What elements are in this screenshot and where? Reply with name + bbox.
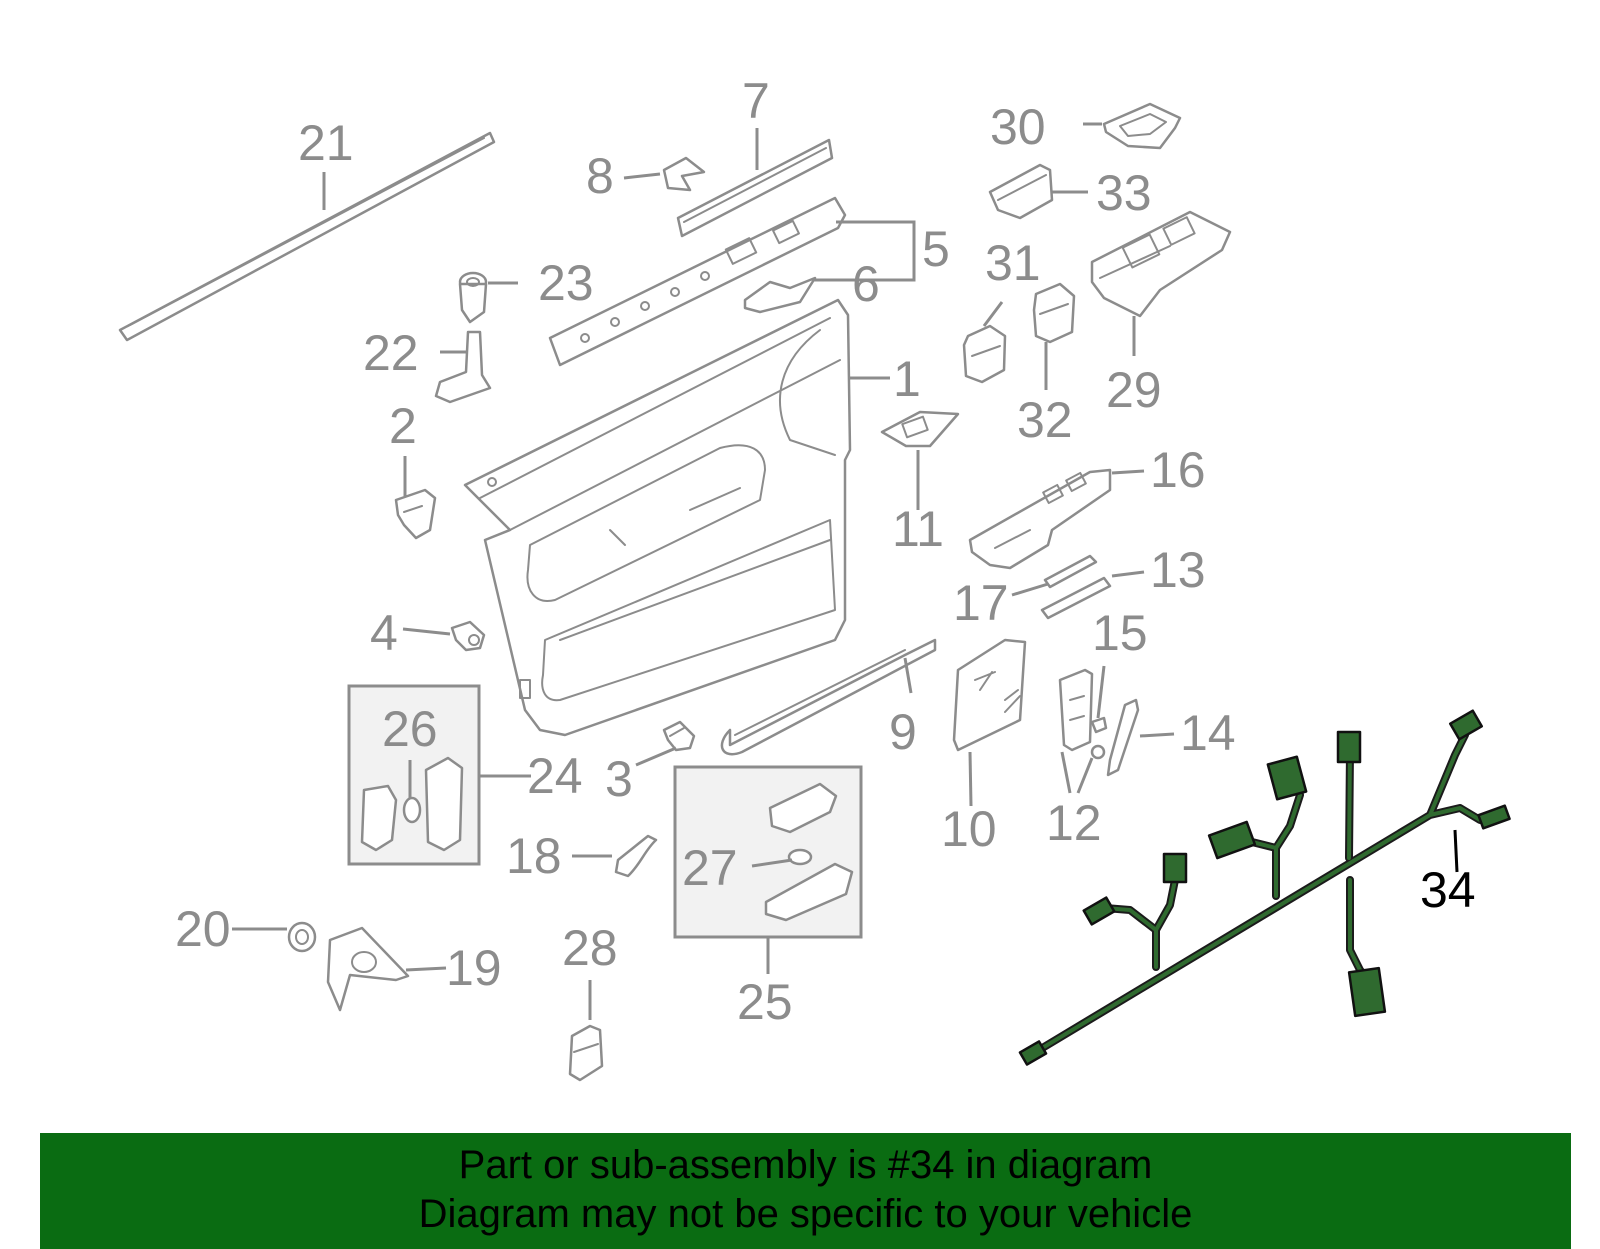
callout-3: 3 [605,751,633,807]
callout-9: 9 [889,704,917,760]
part-9-armrest-trim [720,638,937,756]
callout-4: 4 [370,605,398,661]
part-4-fastener [450,620,486,652]
part-8-clip [662,156,706,192]
part-3-screw [662,720,696,752]
callout-18: 18 [506,828,562,884]
callout-11: 11 [892,501,944,557]
part-15-screw [1090,716,1108,734]
callout-15: 15 [1092,605,1148,661]
callout-33: 33 [1096,165,1152,221]
part-12-bracket [1058,668,1094,752]
callout-21: 21 [298,115,354,171]
part-17-strip [1043,554,1098,589]
callout-20: 20 [175,901,231,957]
callout-6: 6 [852,256,880,312]
part-5-upper-trim [548,196,847,367]
part-14-trim [1106,698,1140,777]
callout-13: 13 [1150,542,1206,598]
harness-wires [1030,731,1484,1057]
callout-26: 26 [382,701,438,757]
harness-connectors [1018,709,1511,1066]
part-20-grommet [287,921,317,953]
callout-30: 30 [990,99,1046,155]
callout-24: 24 [527,748,583,804]
banner-line-1: Part or sub-assembly is #34 in diagram [458,1143,1153,1187]
info-banner: Part or sub-assembly is #34 in diagram D… [40,1133,1571,1249]
box-25 [673,765,863,939]
callout-25: 25 [737,974,793,1030]
callout-12: 12 [1046,795,1102,851]
callout-1: 1 [893,351,921,407]
part-7-trim-strip [676,138,834,238]
callout-labels: 1 2 3 4 5 6 7 8 9 10 11 12 13 14 15 16 1… [175,73,1476,1030]
part-10-mirror-cover [952,638,1027,752]
part-18-cover [614,834,658,878]
part-2-clip [394,488,437,540]
callout-32: 32 [1017,392,1073,448]
part-11-switch-bezel [880,410,960,448]
part-30-switch [1102,102,1182,150]
banner-line-2: Diagram may not be specific to your vehi… [418,1192,1193,1236]
callout-31: 31 [985,235,1041,291]
callout-29: 29 [1106,362,1162,418]
part-16-switch-panel [968,468,1112,570]
callout-28: 28 [562,920,618,976]
part-34-wiring-harness [1018,709,1511,1066]
part-32-switch [1032,282,1076,344]
leader-lines [232,122,1459,1020]
callout-22: 22 [363,325,419,381]
callout-5: 5 [922,221,950,277]
part-23-cap [458,271,488,324]
callout-34: 34 [1420,862,1476,918]
part-12-screw [1090,744,1106,760]
callout-14: 14 [1180,705,1236,761]
part-33-switch [988,163,1054,220]
box-24 [347,684,481,866]
callout-8: 8 [586,148,614,204]
callout-16: 16 [1150,442,1206,498]
part-13-strip [1040,576,1112,620]
part-28-lock-part [568,1024,604,1082]
part-29-switch-assembly [1090,210,1232,318]
callout-7: 7 [742,73,770,129]
callout-27: 27 [682,840,738,896]
callout-23: 23 [538,255,594,311]
callout-10: 10 [941,801,997,857]
callout-19: 19 [446,940,502,996]
callout-17: 17 [953,575,1009,631]
part-21-belt-molding [118,131,496,342]
part-6-bracket [743,276,817,314]
part-31-switch [962,324,1007,384]
callout-2: 2 [389,398,417,454]
part-22-bracket [434,330,492,404]
part-1-door-trim-panel [463,298,852,737]
part-19-speaker-cover [326,926,410,1012]
